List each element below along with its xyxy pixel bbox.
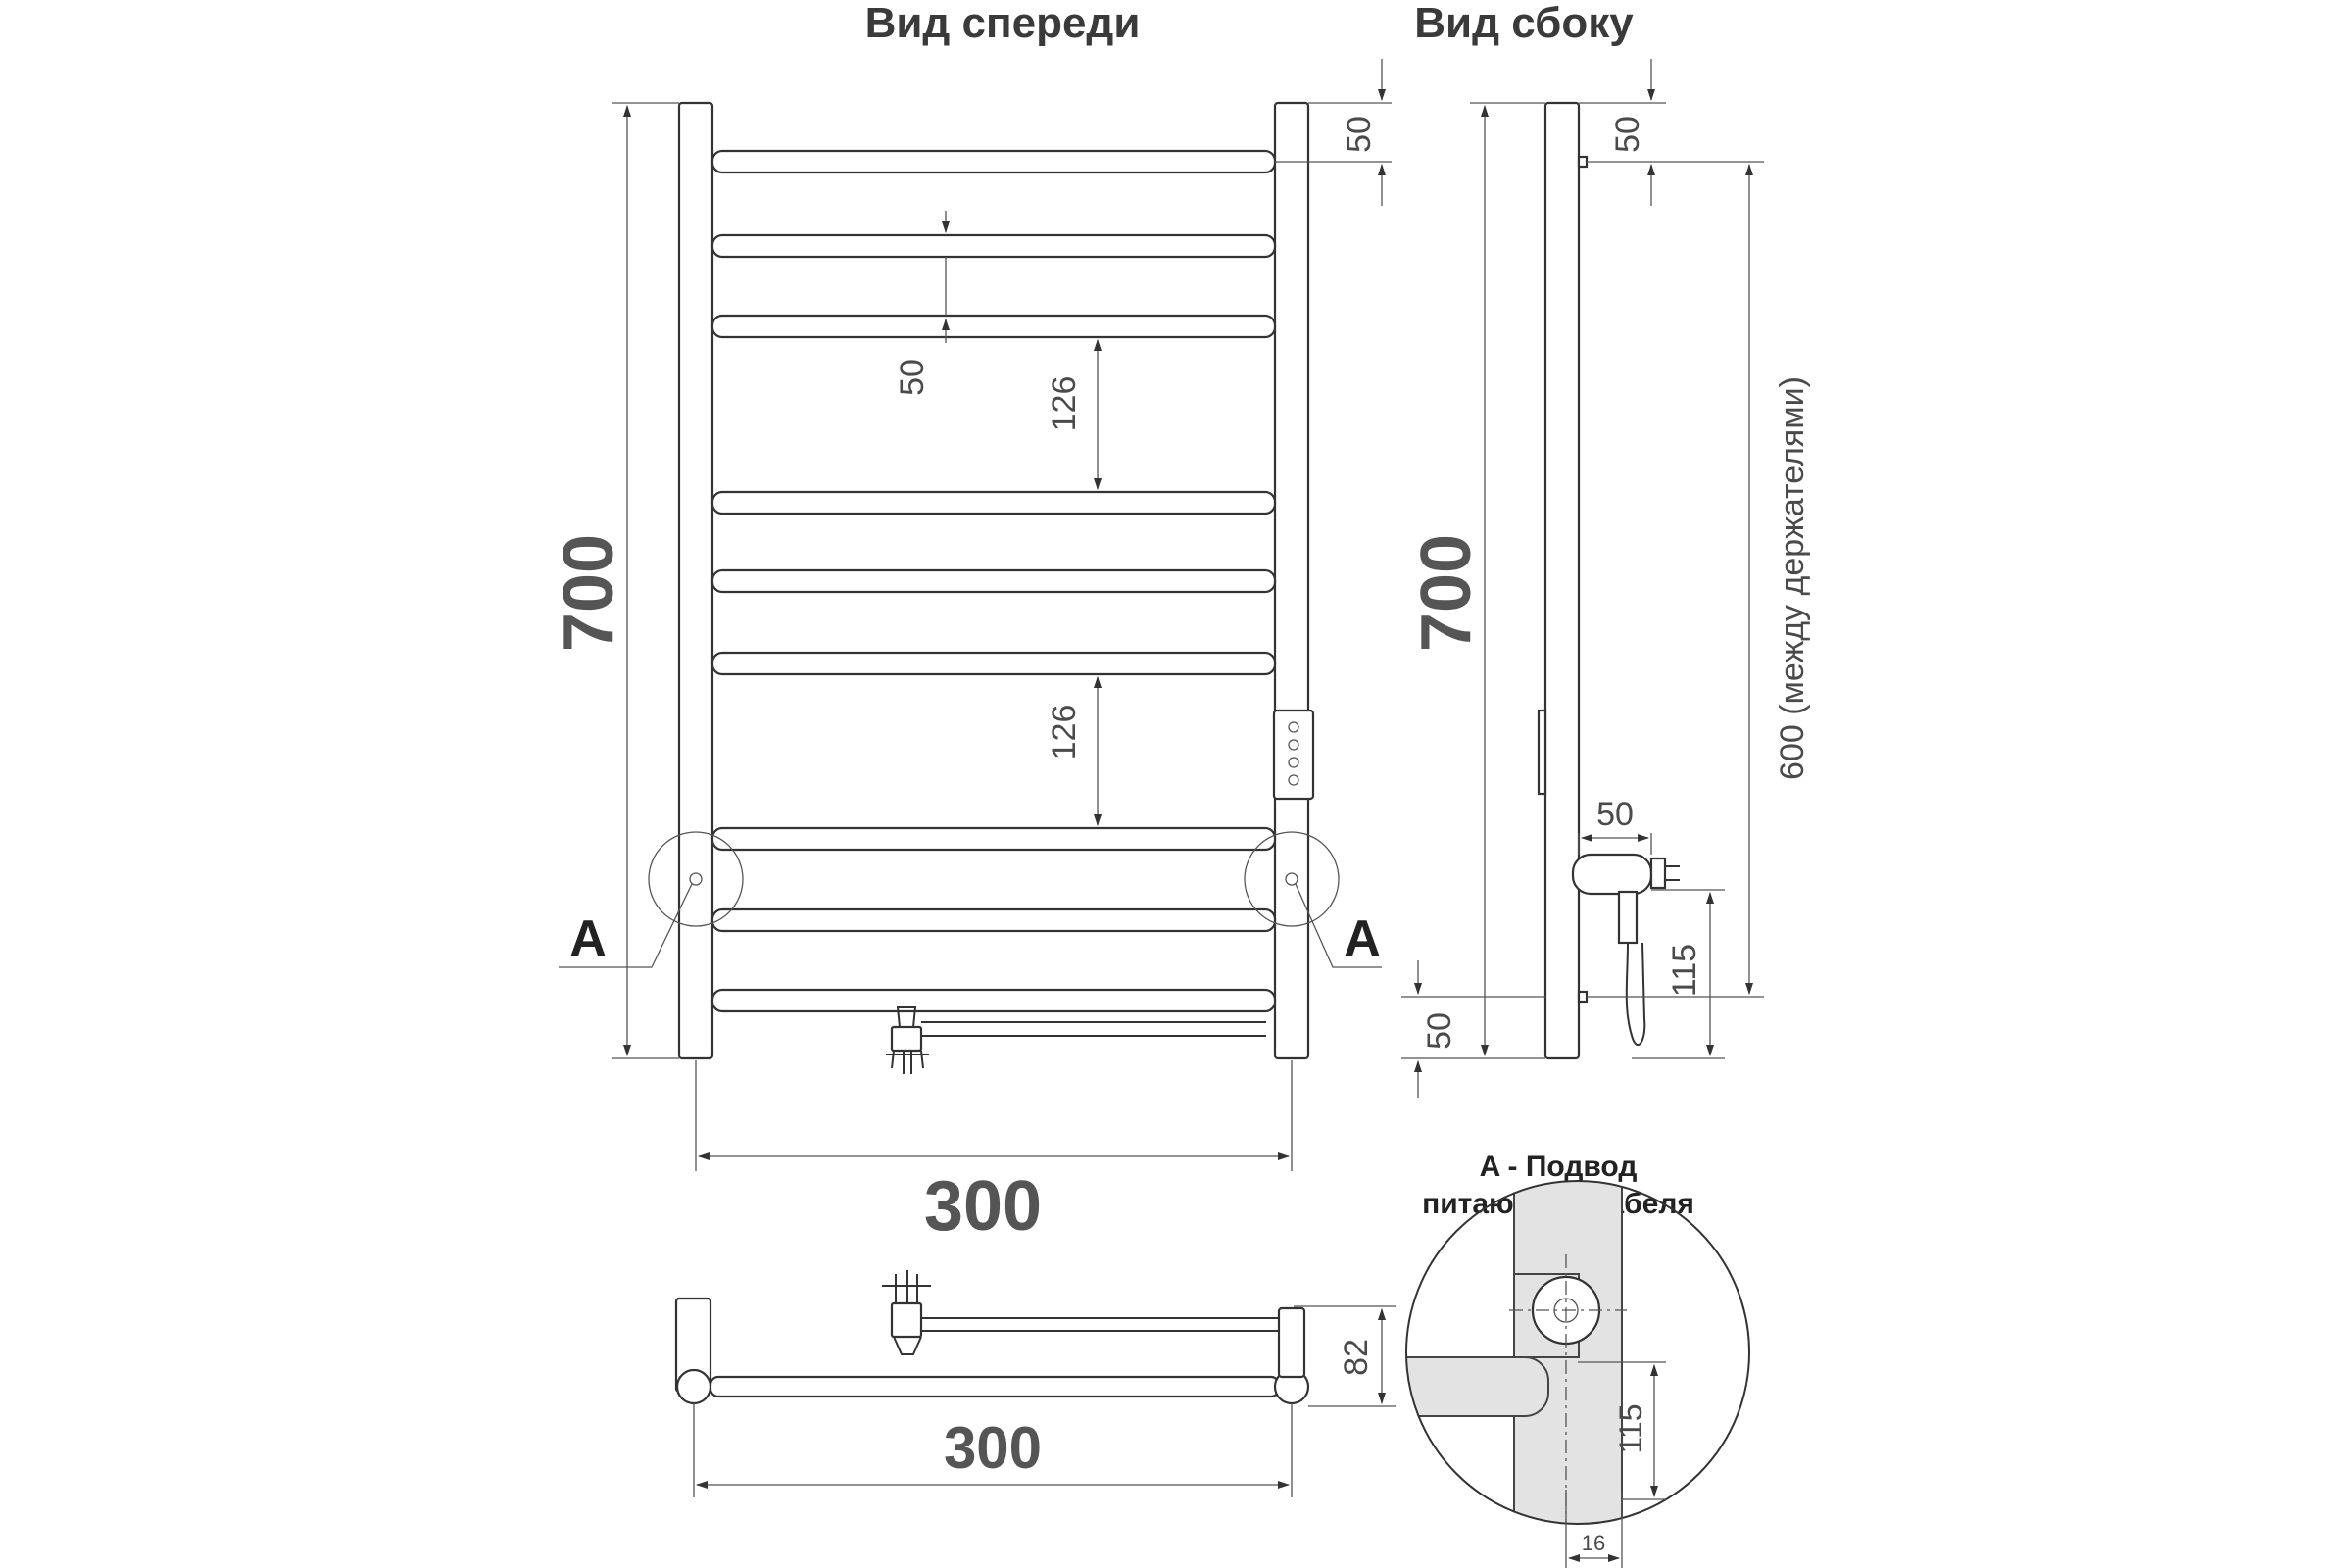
front-spacing-upper-label: 126 xyxy=(1046,376,1083,432)
side-control-panel xyxy=(1537,709,1547,796)
detail-title-line1: A - Подвод xyxy=(1480,1151,1638,1183)
control-panel xyxy=(1272,709,1315,801)
side-upper-holder xyxy=(1577,155,1589,169)
front-crossbars xyxy=(710,149,1277,1013)
power-button-icon xyxy=(1288,721,1299,733)
side-post xyxy=(1544,101,1581,1060)
front-height-label: 700 xyxy=(550,534,628,652)
crossbar xyxy=(710,149,1277,174)
crossbar xyxy=(710,907,1277,933)
front-plug xyxy=(886,1006,929,1074)
section-a-right-leader xyxy=(1295,883,1382,968)
top-depth-label: 82 xyxy=(1338,1339,1375,1376)
front-left-post xyxy=(677,101,714,1060)
crossbar xyxy=(710,988,1277,1013)
front-spacing-lower-label: 126 xyxy=(1046,705,1083,760)
section-a-right-circle xyxy=(1244,831,1340,927)
front-bar-gap-label: 50 xyxy=(894,359,931,396)
mode-button-icon xyxy=(1288,774,1299,786)
crossbar xyxy=(710,826,1277,852)
section-a-left-label: A xyxy=(569,910,607,967)
side-top-offset-label: 50 xyxy=(1609,116,1646,153)
crossbar xyxy=(710,233,1277,259)
detail-a-view xyxy=(1405,1180,1750,1525)
top-left-mount xyxy=(675,1368,712,1405)
top-view xyxy=(674,1270,1310,1405)
top-plug xyxy=(882,1270,931,1355)
top-crossbar xyxy=(709,1375,1281,1398)
top-width-label: 300 xyxy=(944,1415,1042,1481)
detail-a-circle xyxy=(1405,1180,1750,1525)
top-right-post xyxy=(1277,1306,1306,1379)
front-right-post xyxy=(1273,101,1310,1060)
side-height-label: 700 xyxy=(1407,534,1486,652)
side-cable-height-label: 115 xyxy=(1666,944,1703,997)
detail-height-label: 115 xyxy=(1613,1403,1648,1453)
side-bottom-offset-label: 50 xyxy=(1421,1012,1458,1050)
side-bracket-depth-label: 50 xyxy=(1596,796,1634,833)
power-button-icon xyxy=(1288,757,1299,768)
side-view xyxy=(1537,101,1680,1060)
front-top-offset-label: 50 xyxy=(1341,116,1378,153)
crossbar xyxy=(710,490,1277,515)
mode-button-icon xyxy=(1288,739,1299,751)
section-a-left-leader xyxy=(559,883,693,968)
front-width-label: 300 xyxy=(924,1167,1042,1246)
section-a-left-circle xyxy=(648,831,744,927)
cable-entry-icon xyxy=(689,872,703,886)
side-cable-bracket xyxy=(1571,853,1680,1047)
cable-entry-icon xyxy=(1285,872,1298,886)
side-lower-holder xyxy=(1577,990,1589,1004)
front-view-title: Вид спереди xyxy=(865,0,1141,47)
detail-crossbar xyxy=(1406,1356,1549,1417)
detail-width-label: 16 xyxy=(1582,1531,1605,1555)
section-a-right-label: A xyxy=(1344,910,1381,967)
crossbar xyxy=(710,314,1277,339)
crossbar xyxy=(710,651,1277,676)
crossbar xyxy=(710,568,1277,594)
side-between-holders-label: 600 (между держателями) xyxy=(1774,376,1811,780)
front-view xyxy=(559,101,1382,1074)
side-view-title: Вид сбоку xyxy=(1414,0,1634,47)
